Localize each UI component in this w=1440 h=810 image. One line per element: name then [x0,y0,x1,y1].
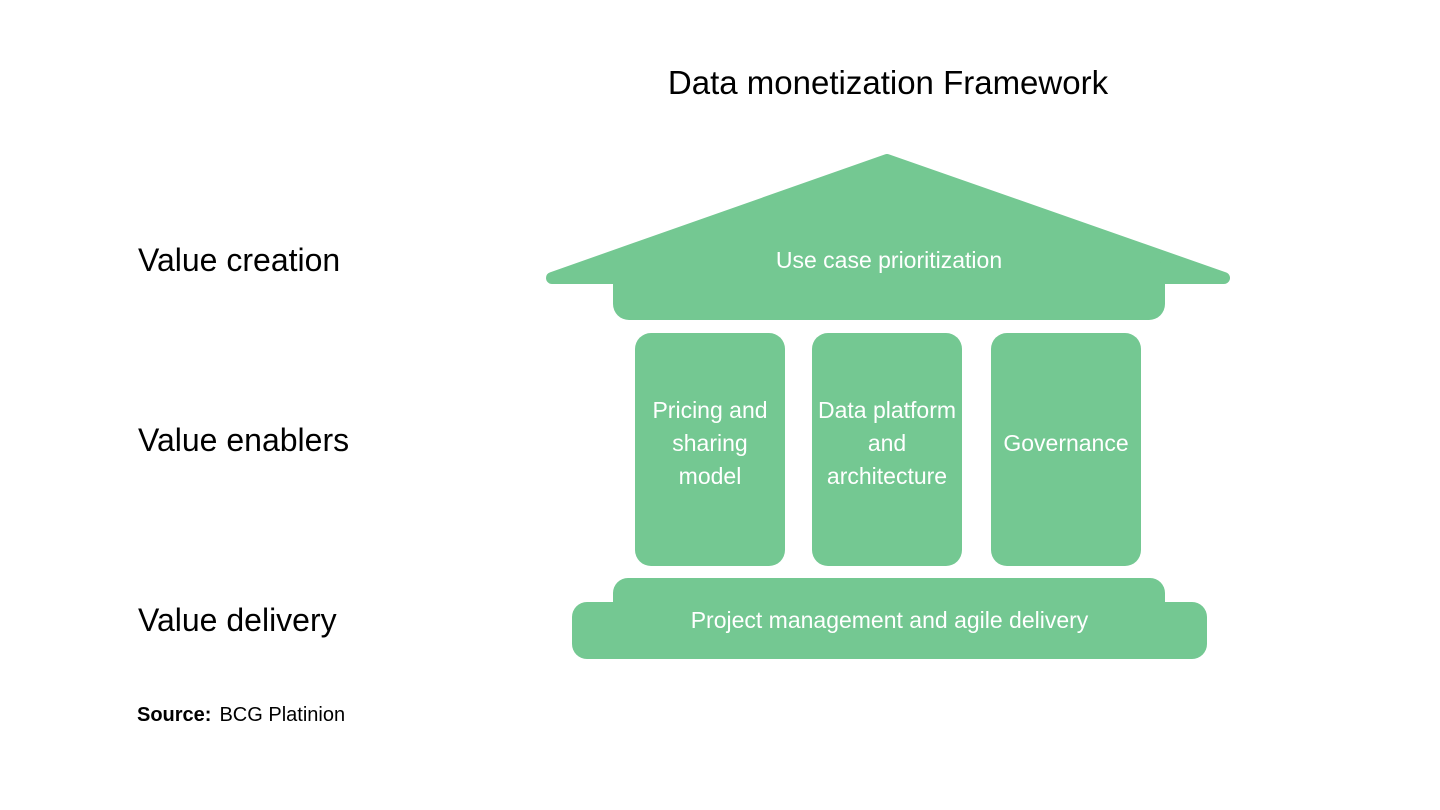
page-title: Data monetization Framework [667,64,1109,101]
roof-label: Use case prioritization [775,247,1003,273]
source-note: Source: BCG Platinion [137,702,345,728]
pillar-label: Data platform and architecture [817,397,957,489]
roof-band [613,258,1165,320]
source-value: BCG Platinion [219,704,346,726]
row-label-value-delivery: Value delivery [138,602,337,638]
pillar-label: Pricing and sharing model [652,397,768,489]
pillar-governance: Governance [991,333,1141,566]
pillar-label: Governance [1003,430,1129,456]
base-label: Project management and agile delivery [690,607,1089,633]
pillar-pricing-and-sharing-model: Pricing and sharing model [635,333,785,566]
source-label: Source: [137,704,212,726]
row-label-value-creation: Value creation [138,242,341,278]
pillar-data-platform-and-architecture: Data platform and architecture [812,333,962,566]
row-label-value-enablers: Value enablers [138,422,350,458]
base-lower-band [572,602,1207,659]
